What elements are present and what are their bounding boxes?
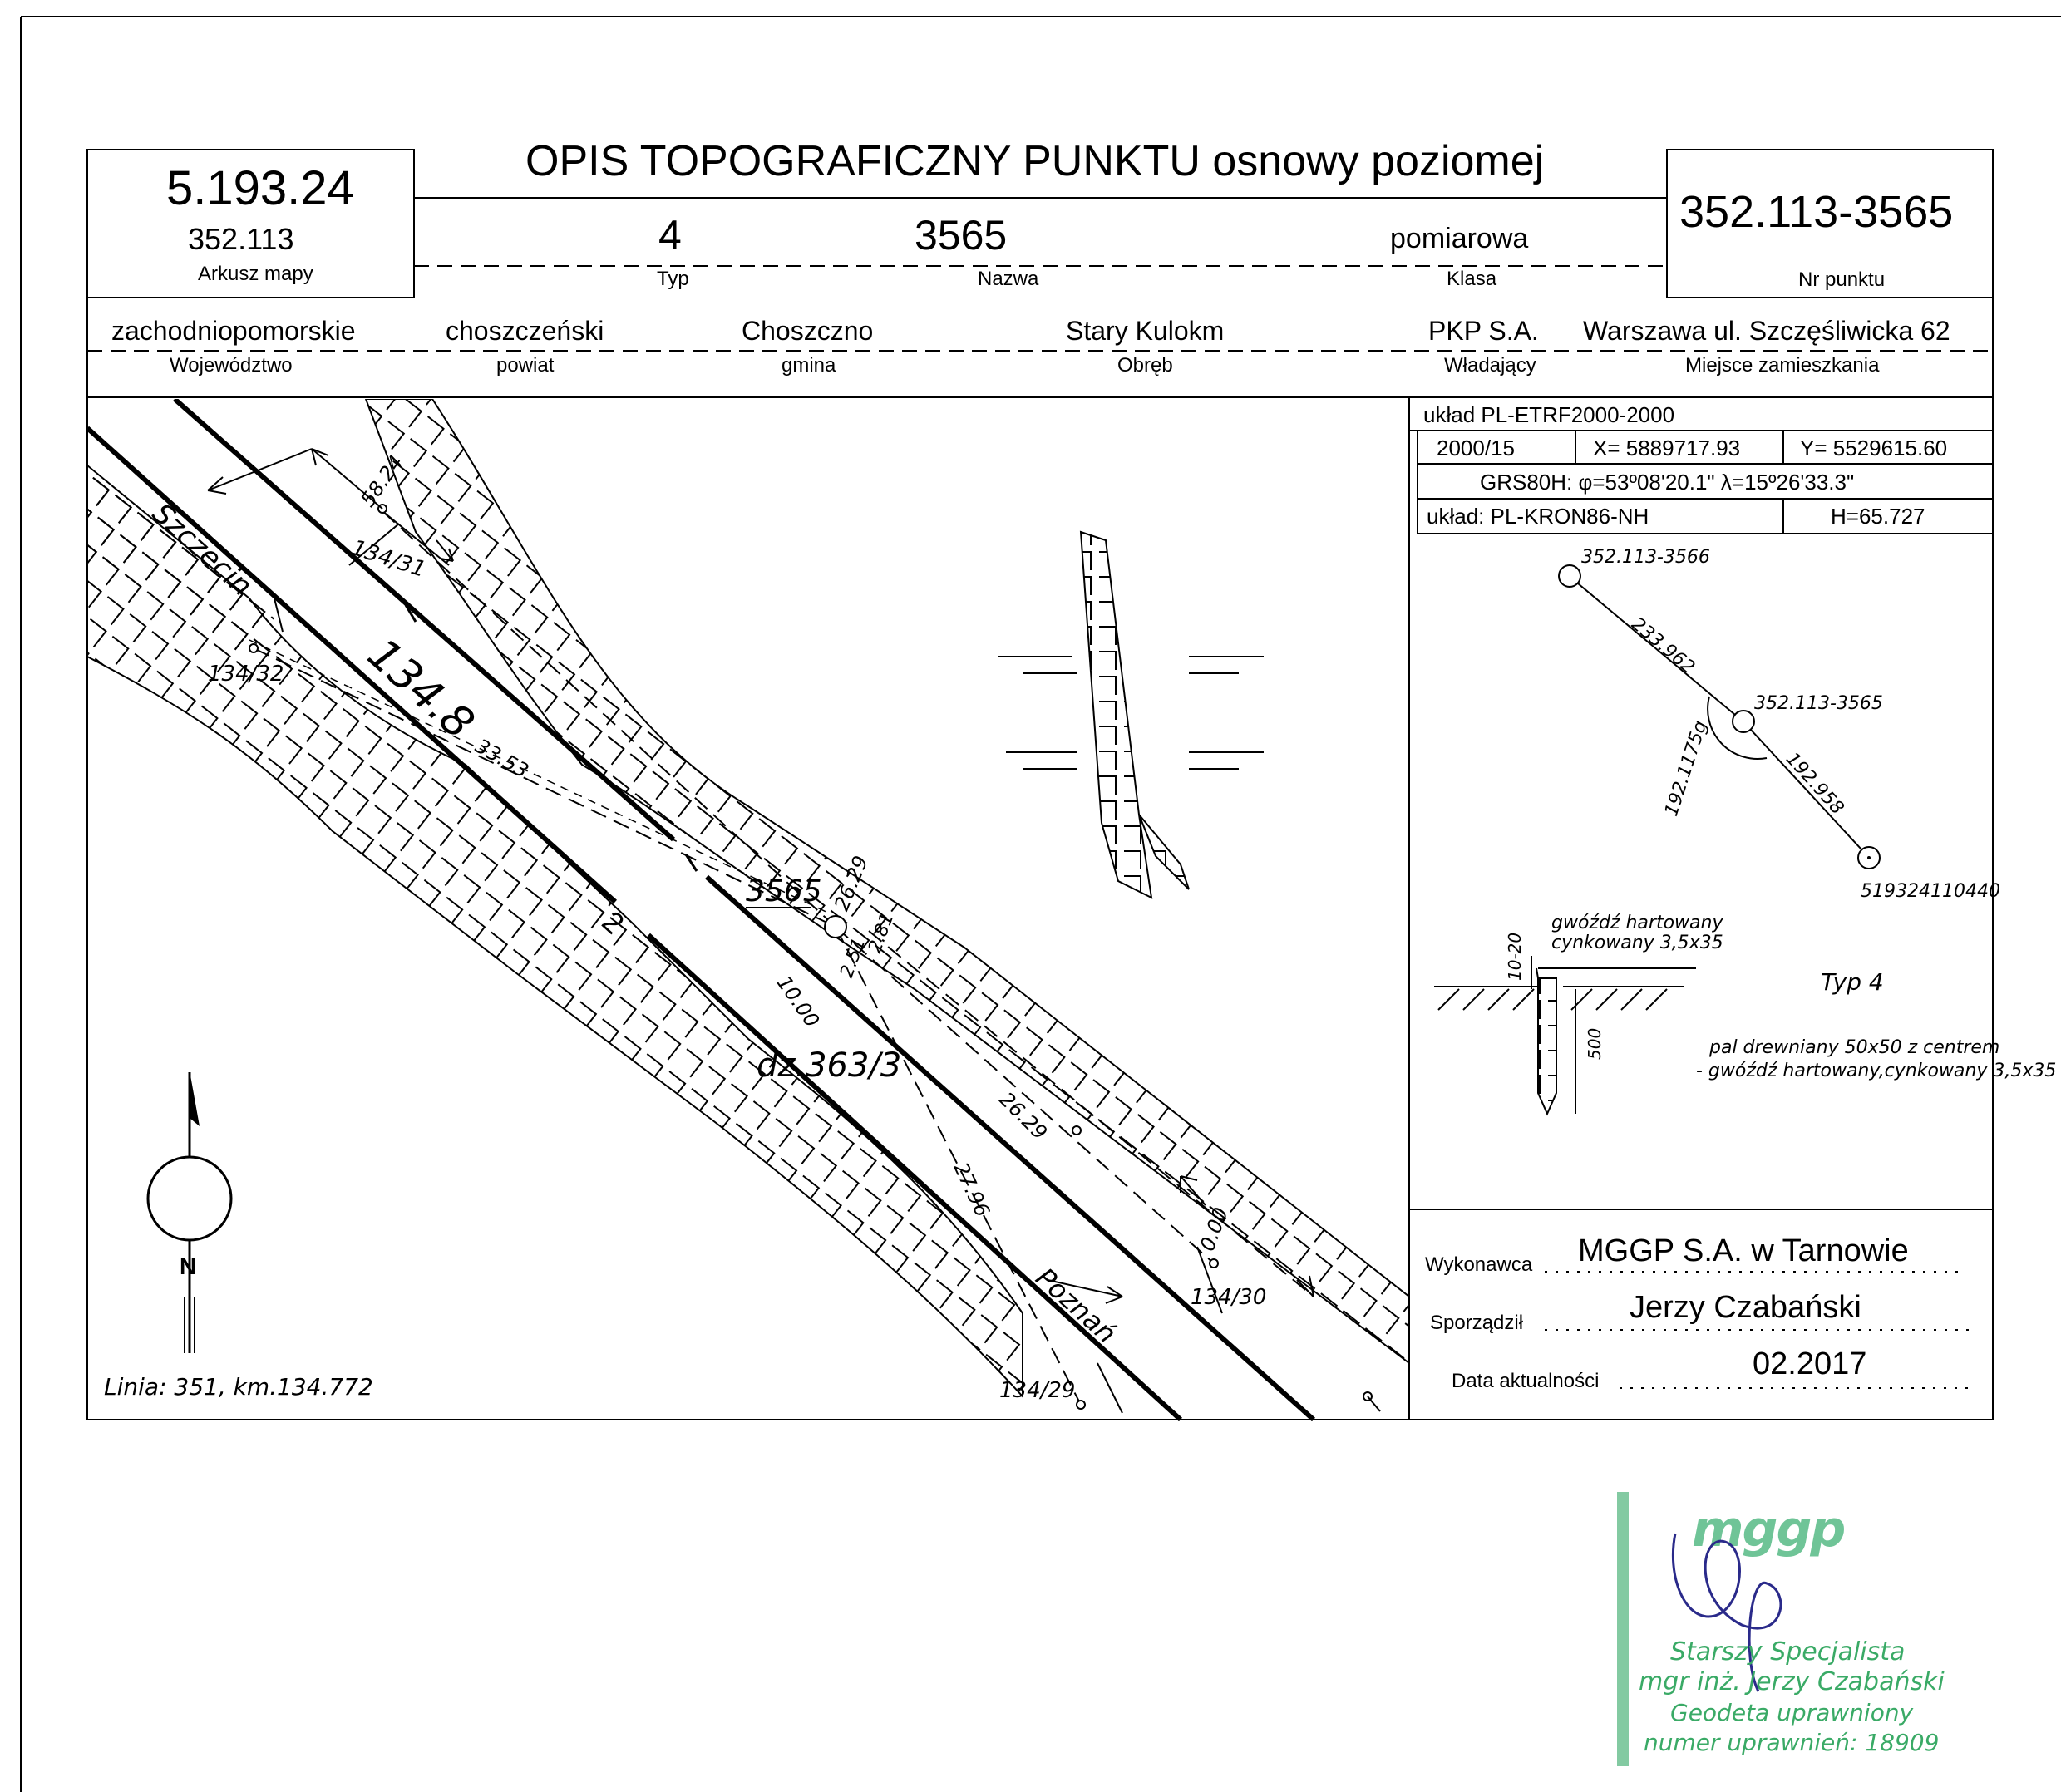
residence-label: Miejsce zamieszkania (1685, 354, 1880, 377)
map-sheet-code: 5.193.24 (166, 161, 354, 215)
north-arrow-icon (146, 1155, 233, 1242)
name-value: 3565 (915, 212, 1008, 258)
site-sketch (87, 399, 1409, 1421)
height-system: układ: PL-KRON86-NH (1427, 504, 1649, 529)
class-value: pomiarowa (1390, 223, 1529, 254)
owner: PKP S.A. (1428, 316, 1539, 346)
class-label: Klasa (1447, 268, 1497, 290)
voivodeship-label: Województwo (170, 354, 293, 377)
map-sheet-box (86, 149, 415, 298)
map-sheet-sub: 352.113 (188, 222, 294, 256)
commune-label: gmina (782, 354, 836, 377)
name-label: Nazwa (978, 268, 1039, 290)
marker-desc-2: - gwóźdź hartowany,cynkowany 3,5x35 (1696, 1061, 2057, 1081)
point-number-label: Nr punktu (1798, 268, 1886, 291)
pole-134-32: 134/32 (208, 662, 284, 687)
commune: Choszczno (742, 316, 874, 346)
coord-system: układ PL-ETRF2000-2000 (1423, 402, 1675, 427)
contractor-label: Wykonawca (1425, 1253, 1533, 1276)
precinct: Stary Kulokm (1066, 316, 1225, 346)
voivodeship: zachodniopomorskie (111, 316, 356, 346)
signature-stamp: mggp Starszy Specjalista mgr inż. Jerzy … (1617, 1492, 1945, 1766)
point-number-box (1666, 149, 1994, 298)
orient-point-a: 352.113-3566 (1581, 547, 1710, 568)
north-label: N (180, 1253, 197, 1279)
type-label: Typ (657, 268, 689, 290)
dim-top-label: 10-20 (1505, 932, 1525, 981)
coord-zone: 2000/15 (1437, 436, 1515, 460)
parcel-label: dz.363/3 (757, 1046, 902, 1085)
date-value: 02.2017 (1753, 1346, 1867, 1381)
page-title: OPIS TOPOGRAFICZNY PUNKTU osnowy poziome… (525, 137, 1545, 185)
stamp-logo: mggp (1692, 1500, 1846, 1558)
prepared-value: Jerzy Czabański (1630, 1290, 1861, 1325)
signature-icon (1671, 1533, 1782, 1692)
type-value: 4 (658, 212, 682, 258)
county: choszczeński (446, 316, 604, 346)
precinct-label: Obręb (1117, 354, 1173, 377)
nail-label-2: cynkowany 3,5x35 (1551, 933, 1723, 953)
pole-134-29: 134/29 (999, 1378, 1076, 1403)
map-sheet-label: Arkusz mapy (198, 263, 313, 285)
pole-134-30: 134/30 (1191, 1285, 1267, 1310)
marker-desc-1: pal drewniany 50x50 z centrem (1709, 1037, 2000, 1058)
date-label: Data aktualności (1452, 1370, 1600, 1392)
prepared-label: Sporządził (1430, 1312, 1524, 1334)
stamp-line-4: numer uprawnień: 18909 (1644, 1729, 1940, 1756)
orientation-sketch (1558, 564, 1881, 869)
contractor-value: MGGP S.A. w Tarnowie (1578, 1233, 1909, 1268)
marker-type-label: Typ 4 (1821, 968, 1884, 996)
residence: Warszawa ul. Szczęśliwicka 62 (1583, 316, 1950, 346)
coord-grs: GRS80H: φ=53º08'20.1" λ=15º26'33.3" (1480, 470, 1855, 495)
orient-point-c: 519324110440 (1861, 881, 2000, 902)
height-value: H=65.727 (1831, 504, 1925, 529)
stamp-line-3: Geodeta uprawniony (1670, 1699, 1914, 1726)
nail-label-1: gwóźdź hartowany (1551, 913, 1723, 933)
stamp-line-2: mgr inż. Jerzy Czabański (1639, 1667, 1945, 1696)
point-label: 3565 (746, 874, 822, 908)
coord-x: X= 5889717.93 (1593, 436, 1741, 460)
coord-y: Y= 5529615.60 (1800, 436, 1948, 460)
orient-point-b: 352.113-3565 (1754, 693, 1883, 714)
line-km-label: Linia: 351, km.134.772 (104, 1373, 373, 1401)
marker-detail (1434, 956, 1696, 1116)
county-label: powiat (496, 354, 555, 377)
stamp-line-1: Starszy Specjalista (1670, 1637, 1906, 1666)
dim-depth-label: 500 (1585, 1027, 1605, 1060)
point-number: 352.113-3565 (1679, 187, 1954, 237)
owner-label: Władający (1444, 354, 1536, 377)
